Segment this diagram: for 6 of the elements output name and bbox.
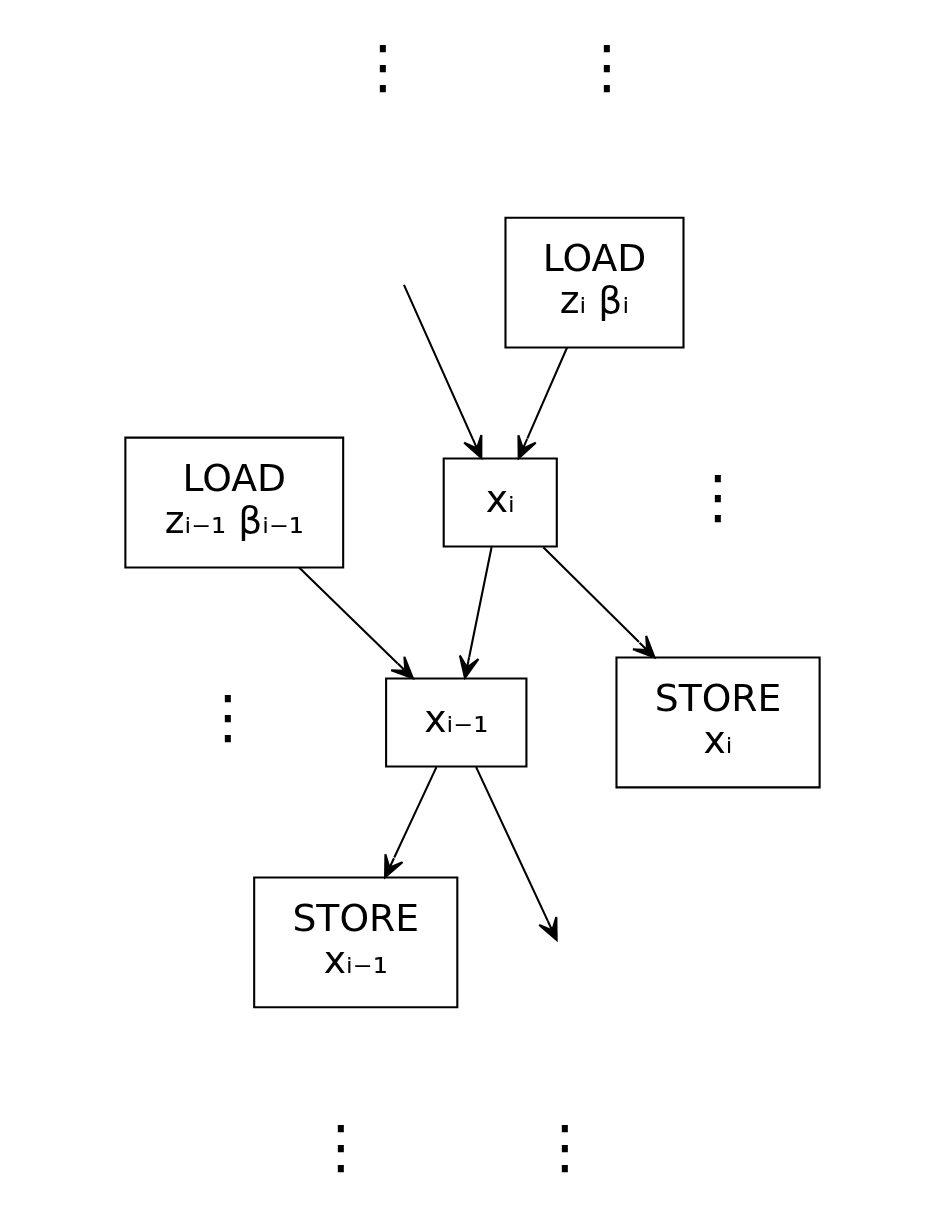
label: ⋮: [688, 463, 748, 531]
label: ⋮: [577, 32, 637, 101]
label: ⋮: [198, 682, 258, 751]
label: ⋮: [353, 32, 413, 101]
label: ⋮: [311, 1113, 371, 1182]
label: ⋮: [535, 1113, 595, 1182]
